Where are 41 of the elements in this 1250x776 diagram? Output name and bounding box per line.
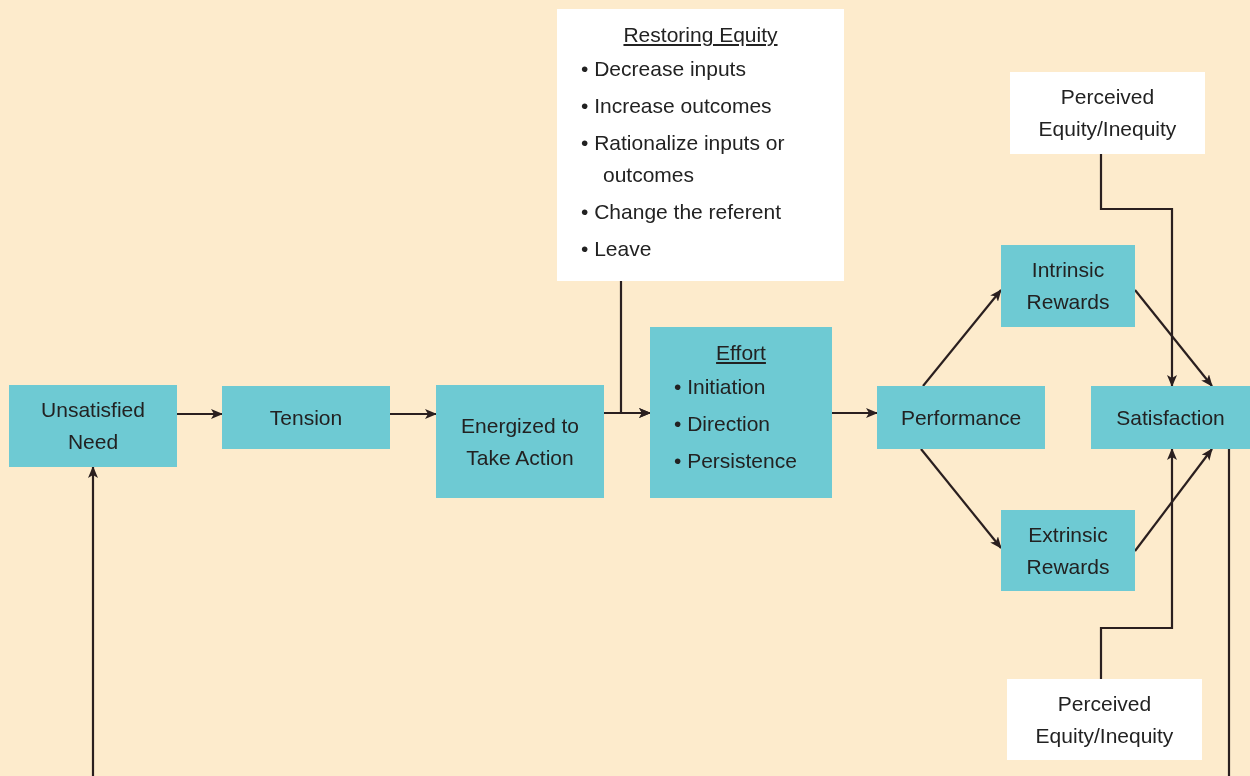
process-box <box>436 385 604 498</box>
process-box <box>877 386 1045 449</box>
bullet-item: • Rationalize inputs or outcomes <box>581 130 786 188</box>
box-label: Perceived Equity/Inequity <box>1034 690 1175 749</box>
bullet-item: • Leave <box>581 236 653 262</box>
arrow <box>619 281 651 418</box>
note-box <box>1007 679 1202 760</box>
box-label: Unsatisfied Need <box>40 397 146 455</box>
box-label: Energized to Take Action <box>460 412 580 471</box>
arrow <box>920 448 1002 549</box>
arrow <box>1099 448 1177 679</box>
bullet-item: • Increase outcomes <box>581 93 773 119</box>
arrow <box>1134 448 1213 552</box>
process-box <box>1091 386 1250 449</box>
box-heading: Effort <box>716 340 766 366</box>
arrow <box>1099 154 1177 387</box>
process-box <box>1001 245 1135 327</box>
box-heading: Restoring Equity <box>623 22 778 48</box>
bullet-item: • Direction <box>674 411 772 437</box>
box-label: Satisfaction <box>1116 404 1225 431</box>
box-label: Perceived Equity/Inequity <box>1037 84 1178 142</box>
bullet-item: • Initiation <box>674 374 767 400</box>
bullet-item: • Persistence <box>674 448 798 474</box>
process-box <box>1001 510 1135 591</box>
arrow <box>177 409 223 419</box>
arrow <box>88 466 98 776</box>
box-label: Tension <box>269 404 343 431</box>
box-label: Extrinsic Rewards <box>1025 521 1111 580</box>
note-box <box>1010 72 1205 154</box>
note-box <box>557 9 844 281</box>
box-label: Intrinsic Rewards <box>1025 257 1111 315</box>
bullet-item: • Decrease inputs <box>581 56 747 82</box>
process-box <box>9 385 177 467</box>
arrow <box>922 289 1002 387</box>
process-box <box>650 327 832 498</box>
arrow <box>832 408 878 418</box>
arrow <box>390 409 437 419</box>
process-box <box>222 386 390 449</box>
bullet-item: • Change the referent <box>581 199 782 225</box>
arrow <box>1134 289 1213 387</box>
box-label: Performance <box>900 404 1022 431</box>
